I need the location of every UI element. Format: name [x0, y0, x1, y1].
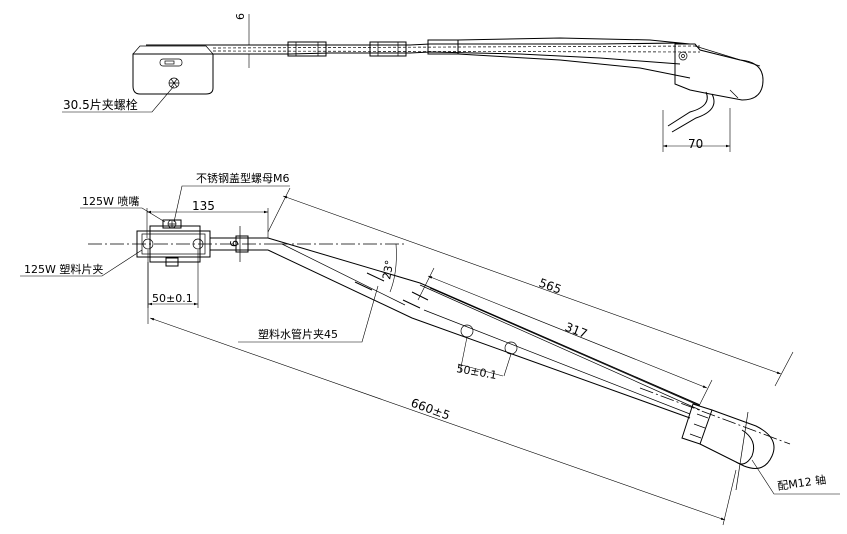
dim-660: 660±5: [409, 396, 452, 423]
dim-70: 70: [688, 137, 703, 151]
yoke: [674, 43, 764, 101]
label-nozzle: 125W 喷嘴: [82, 195, 139, 208]
end-eye: [699, 409, 775, 469]
coupling-1: [287, 41, 327, 57]
label-shaft: 配M12 轴: [776, 472, 826, 493]
dim-317: 317: [563, 320, 589, 341]
side-view: 6 70 30.5片夹螺栓: [62, 13, 764, 152]
mount-block: [132, 53, 214, 95]
label-plastic-clip: 125W 塑料片夹: [24, 262, 103, 276]
coupling-2: [369, 41, 407, 57]
label-tube-clip: 塑料水管片夹45: [258, 327, 338, 341]
dim-565: 565: [537, 276, 563, 297]
slot: [159, 58, 183, 67]
label-bolt: 30.5片夹螺栓: [63, 97, 138, 112]
dim-135: 135: [192, 199, 215, 213]
dim-50-left: 50±0.1: [152, 292, 193, 305]
clip-plate: [136, 230, 211, 258]
dim-6-top: 6: [234, 13, 247, 20]
label-cap-nut: 不锈钢盖型螺母M6: [196, 171, 290, 185]
dim-50-mid: 50±0.1: [455, 362, 497, 382]
dim-23: 23°: [380, 259, 396, 280]
dim-6-mid: 6: [228, 240, 241, 247]
plan-view: 135 6 23° 565 317 50±0.1 50±0.1 660±5 不锈…: [20, 171, 840, 526]
end-clamp: [681, 403, 713, 445]
